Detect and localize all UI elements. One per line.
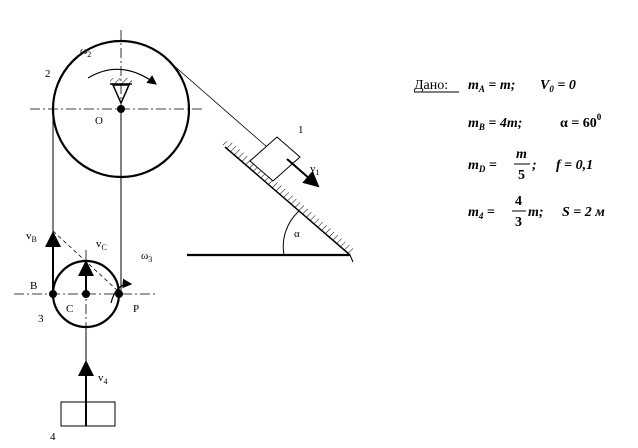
label-omega-2: ω2 bbox=[80, 45, 91, 59]
given-m4-end: m; bbox=[528, 205, 544, 220]
given-mB: mB = 4m; bbox=[468, 116, 522, 132]
label-vB: vB bbox=[26, 230, 37, 244]
label-body-4: 4 bbox=[50, 431, 56, 443]
label-omega-3: ω3 bbox=[141, 250, 152, 264]
given-alpha: α = 600 bbox=[560, 112, 602, 131]
label-point-P: P bbox=[133, 303, 139, 315]
given-m4-frac-num: 4 bbox=[515, 194, 522, 209]
label-body-1: 1 bbox=[298, 124, 304, 136]
body-4 bbox=[60, 327, 116, 427]
point-P-dot bbox=[115, 290, 123, 298]
given-mD-frac-den: 5 bbox=[518, 168, 525, 183]
label-point-C: C bbox=[66, 303, 73, 315]
given-m4-frac-den: 3 bbox=[515, 215, 522, 230]
wheel-3 bbox=[14, 230, 155, 338]
omega-3-arrow bbox=[110, 278, 133, 304]
label-point-B: B bbox=[30, 280, 37, 292]
given-mD-end: ; bbox=[532, 158, 537, 173]
label-body-3: 3 bbox=[38, 313, 44, 325]
given-f: f = 0,1 bbox=[556, 158, 593, 173]
given-S: S = 2 м bbox=[562, 205, 605, 220]
label-point-O: O bbox=[95, 115, 103, 127]
pulley-2 bbox=[30, 30, 205, 179]
inclined-plane bbox=[187, 140, 356, 263]
given-data: Дано: mA = m; V0 = 0 mB = 4m; α = 600 mD… bbox=[414, 78, 605, 230]
angle-alpha-arc bbox=[282, 210, 300, 256]
velocity-distribution-line bbox=[52, 230, 120, 293]
given-V0: V0 = 0 bbox=[540, 78, 576, 94]
v1-arrow bbox=[286, 158, 320, 188]
given-mD: mD = bbox=[468, 158, 497, 174]
given-mD-frac-num: m bbox=[516, 147, 527, 162]
body-4-block bbox=[60, 401, 116, 427]
label-vC: vC bbox=[96, 238, 107, 252]
incline-hatching bbox=[222, 140, 356, 255]
rope-to-block-1 bbox=[171, 63, 276, 155]
block-1-body bbox=[249, 136, 301, 182]
given-m4: m4 = bbox=[468, 205, 495, 221]
label-alpha: α bbox=[294, 228, 300, 240]
block-1 bbox=[249, 136, 320, 188]
given-mA: mA = m; bbox=[468, 78, 515, 94]
fixed-support-icon bbox=[110, 78, 132, 105]
given-heading: Дано: bbox=[414, 78, 448, 93]
label-body-2: 2 bbox=[45, 68, 51, 80]
label-v4: v4 bbox=[98, 372, 108, 386]
omega-2-arrow bbox=[87, 68, 157, 85]
label-v1: v1 bbox=[310, 163, 320, 177]
